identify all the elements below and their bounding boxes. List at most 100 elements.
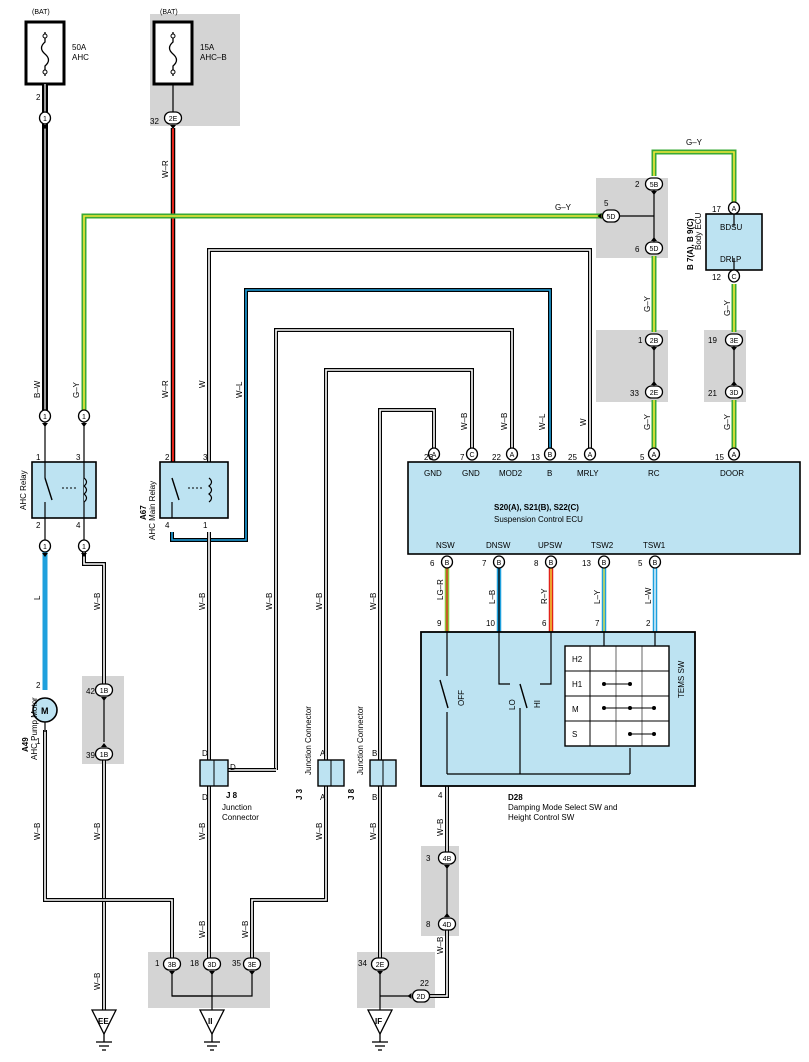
svg-text:1: 1 <box>43 544 47 551</box>
wb-13-label: W–B <box>436 819 445 836</box>
ly-label: L–Y <box>593 589 602 604</box>
svg-text:1: 1 <box>43 116 47 123</box>
wb-1-label: W–B <box>93 593 102 610</box>
ecu-bpin-6: 6 <box>430 559 435 568</box>
tems-h1: H1 <box>572 680 583 689</box>
wb-9-label: W–B <box>315 823 324 840</box>
wb-1-label: W–B <box>93 973 102 990</box>
svg-text:2E: 2E <box>376 962 385 969</box>
jD2: D <box>202 793 208 802</box>
p17: 17 <box>712 205 721 214</box>
sw-pin-2: 2 <box>646 619 651 628</box>
wb-ecu2-label: W–B <box>500 413 509 430</box>
body-ecu <box>705 204 763 276</box>
wb-6-label: W–B <box>198 921 207 938</box>
ecu-bpin-5: 5 <box>638 559 643 568</box>
ecu-term-gnd1: GND <box>424 469 442 478</box>
ecu-pin-15: 15 <box>715 453 724 462</box>
connector-pin-5b: 5B <box>644 177 664 195</box>
bat-label-2: (BAT) <box>160 9 178 16</box>
sw-lo-label: LO <box>508 699 517 710</box>
svg-text:2E: 2E <box>650 390 659 397</box>
wb-11-label: W–B <box>369 593 378 610</box>
ahc-pump-motor <box>32 697 58 732</box>
l-motor-label: L <box>33 595 42 600</box>
jB1: B <box>372 749 377 758</box>
svg-text:B: B <box>602 560 607 567</box>
connector-pin-3d: 3D <box>202 957 222 975</box>
svg-text:5D: 5D <box>607 214 616 221</box>
svg-text:A: A <box>510 452 515 459</box>
motor-pin-2: 2 <box>36 681 41 690</box>
wr-top-label: W–R <box>161 160 170 178</box>
ecu-pin-7: 7 <box>460 453 465 462</box>
connector-pin-5d: 5D <box>644 237 664 255</box>
j3-code-label: J 3 <box>295 788 304 800</box>
connector-pin-a: A <box>583 447 597 461</box>
sw-pin-6: 6 <box>542 619 547 628</box>
main-pin-2: 2 <box>165 453 170 462</box>
connector-pin-a: A <box>727 447 741 461</box>
g34: 34 <box>358 959 367 968</box>
g35: 35 <box>232 959 241 968</box>
p6: 6 <box>635 245 640 254</box>
ecu-pin-13: 13 <box>531 453 540 462</box>
j8-code: J 8 <box>226 791 238 800</box>
svg-text:C: C <box>469 452 474 459</box>
j8-name1: Junction <box>222 803 252 812</box>
labels: (BAT) (BAT) 50A AHC 15A AHC–B 2 32 2 5 6… <box>19 9 744 1026</box>
tems-s: S <box>572 730 577 739</box>
wl-mid-label: W–L <box>235 381 244 398</box>
connector-pin-b: B <box>648 555 662 569</box>
svg-text:3D: 3D <box>730 390 739 397</box>
wb-8-label: W–B <box>315 593 324 610</box>
fuse1-amps: 50A <box>72 43 87 52</box>
fuse-ahc <box>24 20 66 86</box>
svg-text:1: 1 <box>82 414 86 421</box>
gy-top: G–Y <box>686 138 703 147</box>
lb-label: L–B <box>488 590 497 604</box>
wl-ecu-label: W–L <box>538 413 547 430</box>
ecu-term-gnd2: GND <box>462 469 480 478</box>
gnd-ii: II <box>208 1017 212 1026</box>
connector-pin-2e: 2E <box>163 111 183 129</box>
main-relay-code-label: A67 <box>139 505 148 520</box>
ecu-bpin-13: 13 <box>582 559 591 568</box>
connector-pin-1: 1 <box>77 409 91 427</box>
svg-text:1: 1 <box>82 544 86 551</box>
main-pin-4: 4 <box>165 521 170 530</box>
lgr-label: LG–R <box>436 579 445 600</box>
connector-pin-b: B <box>440 555 454 569</box>
j8-name2: Connector <box>222 813 259 822</box>
connector-pin-2e: 2E <box>370 957 390 975</box>
wb-10-label: W–B <box>241 921 250 938</box>
wires <box>42 84 737 1010</box>
ecu-code: S20(A), S21(B), S22(C) <box>494 503 579 512</box>
svg-text:A: A <box>732 452 737 459</box>
ecu-name: Suspension Control ECU <box>494 515 583 524</box>
switch-code: D28 <box>508 793 523 802</box>
svg-text:4B: 4B <box>443 856 452 863</box>
ecu-pin-5: 5 <box>640 453 645 462</box>
svg-text:2E: 2E <box>169 116 178 123</box>
svg-text:B: B <box>497 560 502 567</box>
svg-text:B: B <box>548 452 553 459</box>
connector-pin-a: A <box>727 201 741 215</box>
j3-name-label: Junction Connector <box>304 706 313 775</box>
svg-text:B: B <box>653 560 658 567</box>
connector-pin-1b: 1B <box>94 683 114 701</box>
relay-pin-1: 1 <box>36 453 41 462</box>
svg-text:1: 1 <box>43 414 47 421</box>
ahc-main-relay <box>159 461 229 519</box>
connector-pin-2b: 2B <box>644 333 664 351</box>
connector-pin-b: B <box>543 447 557 461</box>
main-pin-3: 3 <box>203 453 208 462</box>
relay-pin-3: 3 <box>76 453 81 462</box>
sw-pin-7: 7 <box>595 619 600 628</box>
j8b-name-label: Junction Connector <box>356 706 365 775</box>
p19: 19 <box>708 336 717 345</box>
ecu-term-tsw2: TSW2 <box>591 541 614 550</box>
sw-pin-9: 9 <box>437 619 442 628</box>
svg-text:B: B <box>549 560 554 567</box>
